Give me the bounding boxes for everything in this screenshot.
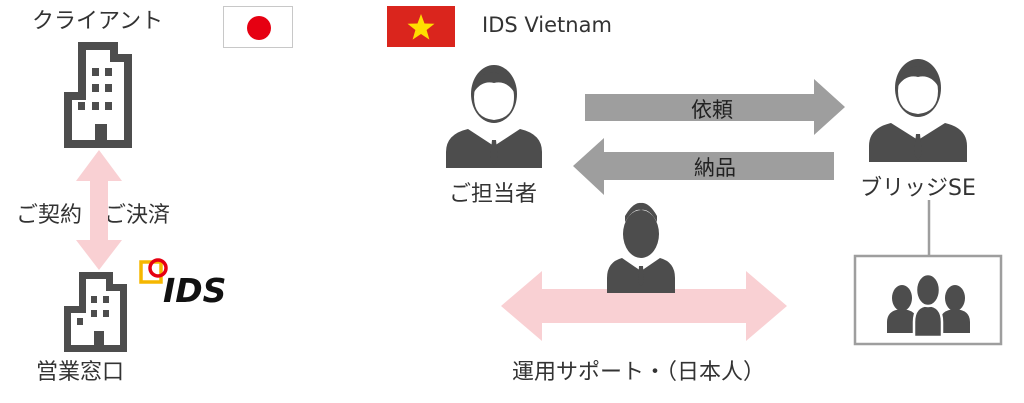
japan-flag (223, 6, 293, 48)
team-group-icon (887, 272, 970, 339)
support-label: 運用サポート・（日本人） (512, 360, 766, 385)
support-double-arrow (501, 271, 787, 341)
bridge-se-label: ブリッジSE (860, 176, 976, 201)
client-label: クライアント (32, 9, 164, 34)
person-in-charge-icon (446, 65, 542, 168)
client-building-icon (64, 42, 132, 148)
request-label: 依頼 (691, 98, 733, 122)
person-in-charge-label: ご担当者 (449, 182, 538, 207)
office-building-icon (64, 272, 127, 352)
delivery-label: 納品 (694, 156, 736, 180)
ids-logo-text: IDS (163, 271, 226, 310)
office-label: 営業窓口 (36, 360, 125, 385)
delivery-arrow (573, 138, 834, 195)
ids-logo-icon (139, 258, 168, 284)
vietnam-flag (387, 6, 455, 47)
bridge-se-icon (869, 59, 967, 162)
contract-double-arrow (76, 150, 122, 270)
request-arrow (585, 79, 845, 135)
ids-vietnam-label: IDS Vietnam (482, 13, 612, 37)
support-staff-icon (607, 202, 675, 293)
japan-flag-disc (247, 16, 271, 40)
vietnam-flag-star (407, 14, 435, 40)
